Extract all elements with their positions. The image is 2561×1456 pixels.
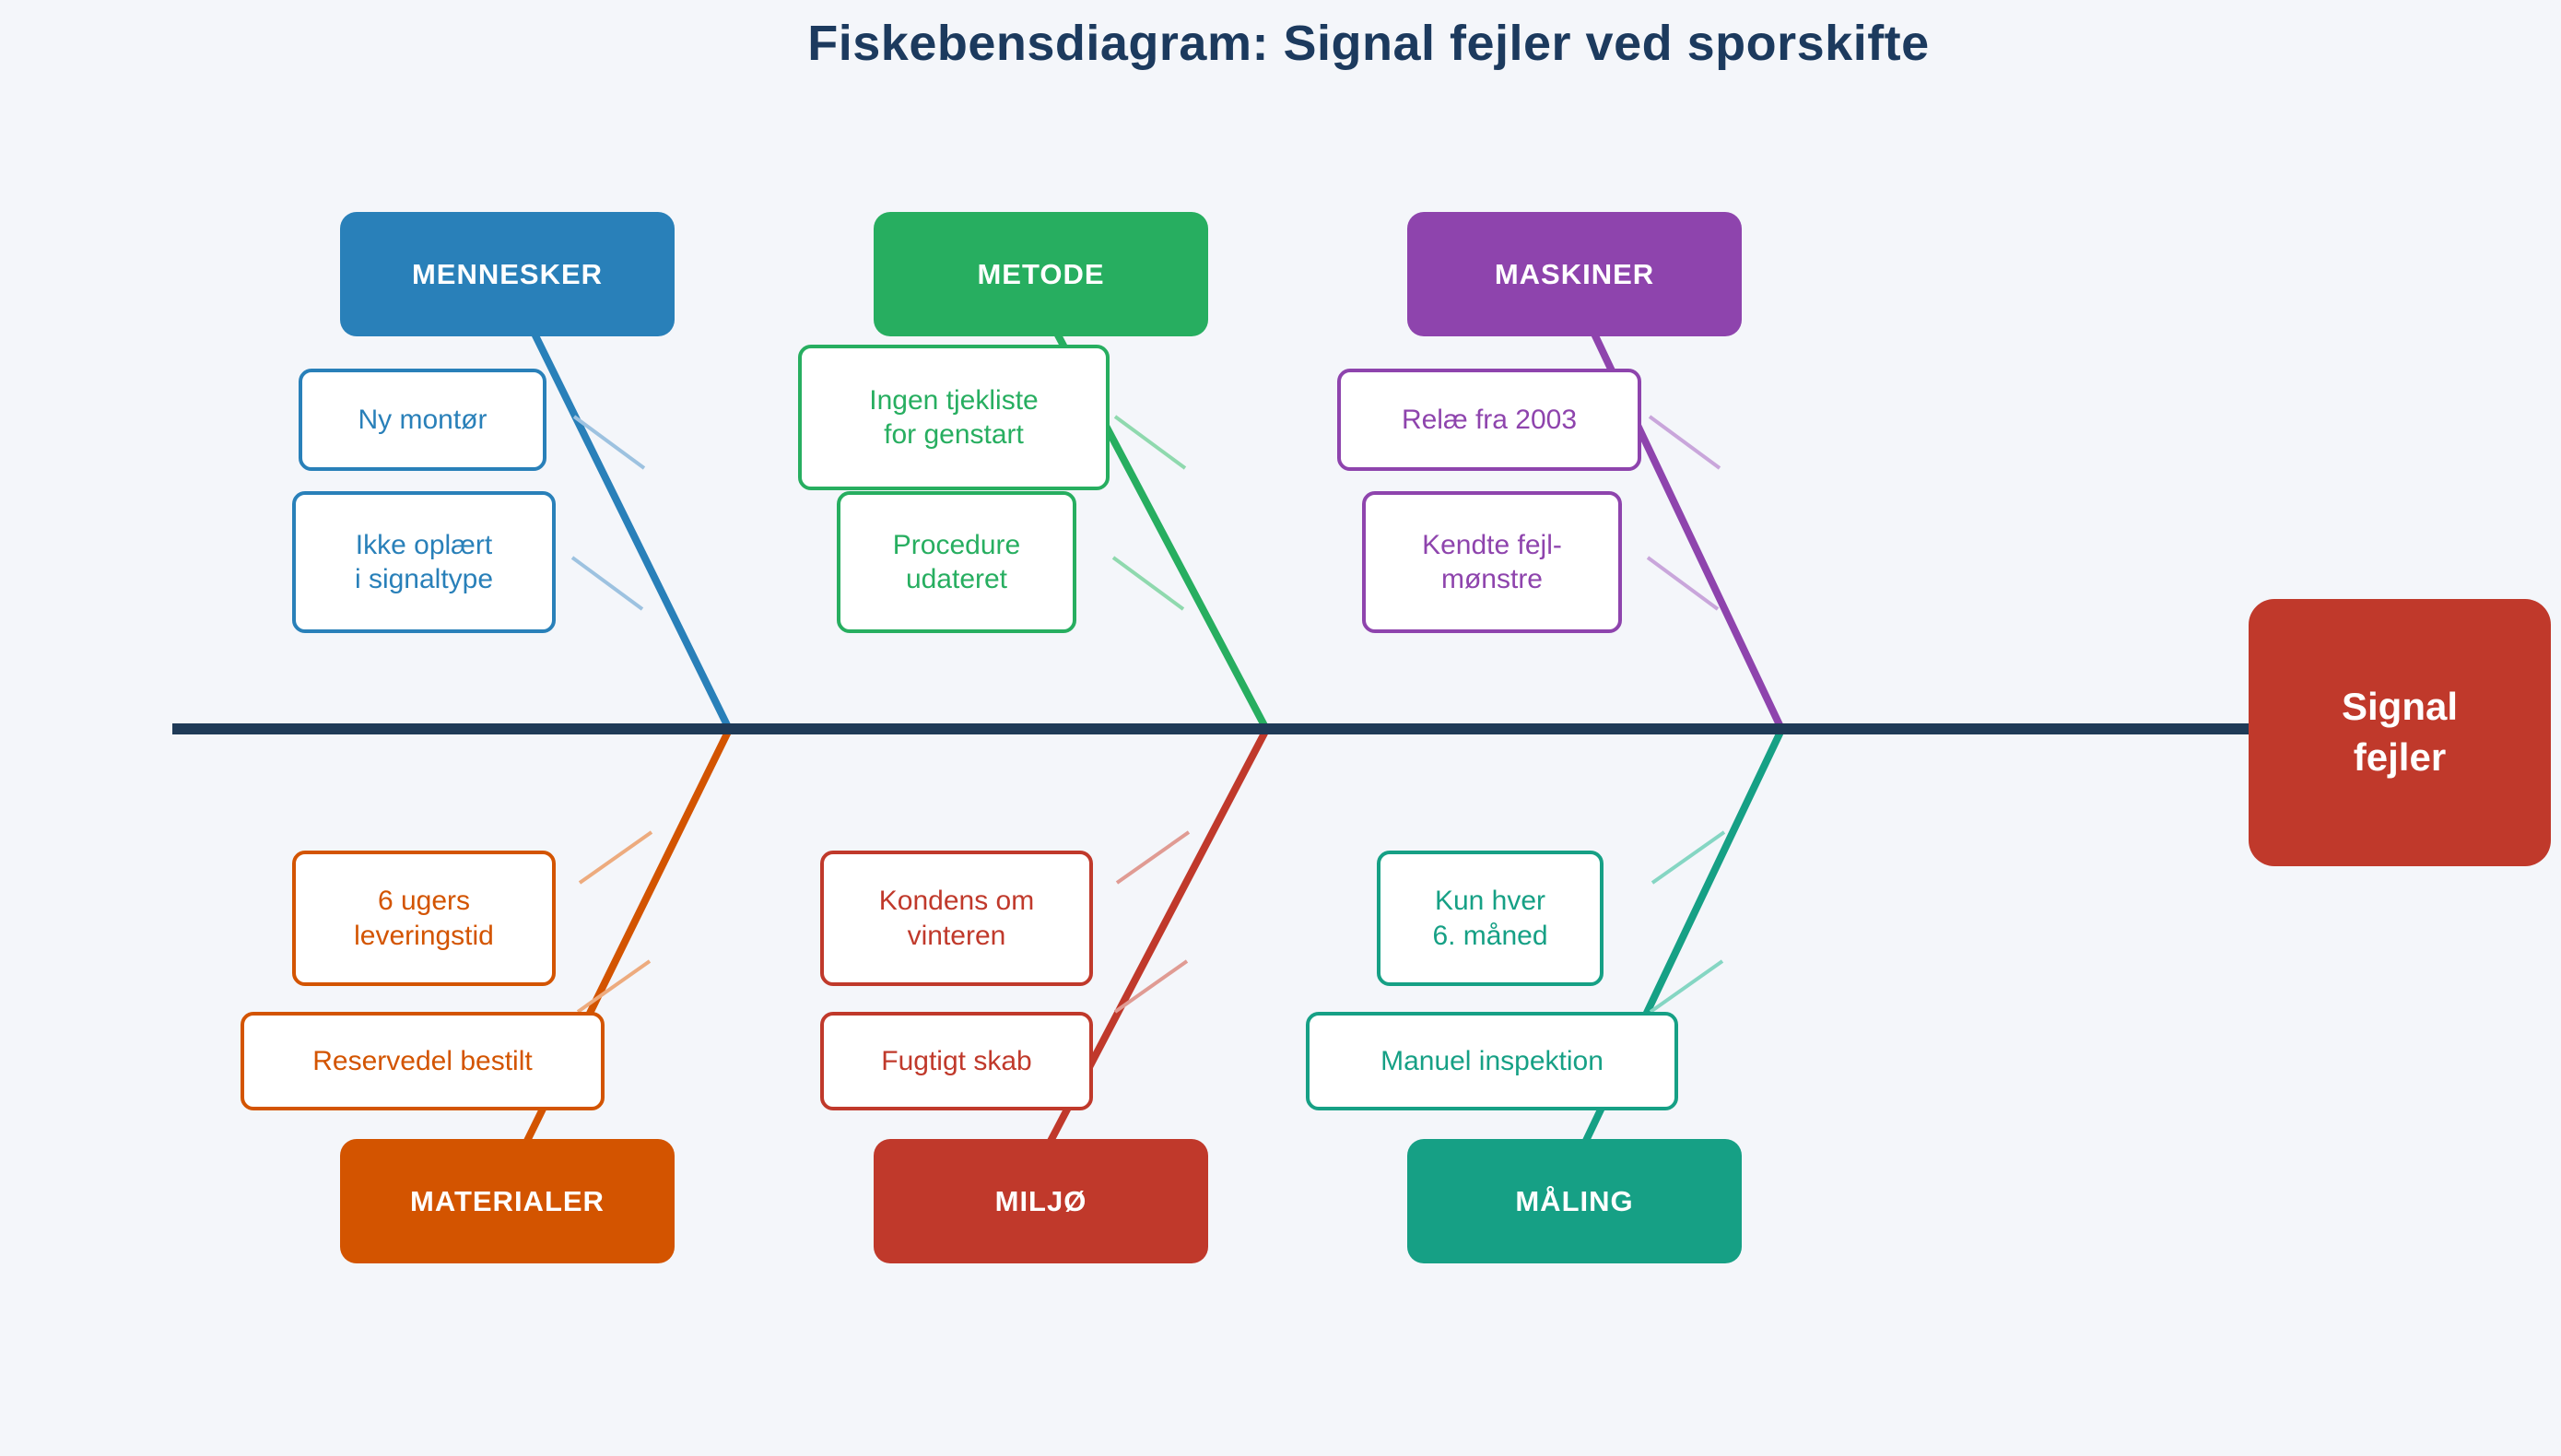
cause-box-miljoe-2: Fugtigt skab [820, 1012, 1093, 1110]
cause-label: Reservedel bestilt [312, 1045, 533, 1076]
cause-label: Kondens om vinteren [878, 886, 1035, 951]
category-label-miljoe: MILJØ [994, 1184, 1087, 1217]
category-label-materialer: MATERIALER [410, 1184, 605, 1217]
cause-label: Fugtigt skab [881, 1045, 1032, 1076]
cause-label: Ny montør [358, 404, 488, 435]
tick-mennesker-1 [572, 415, 646, 470]
tick-maskiner-2 [1646, 556, 1720, 611]
category-box-maskiner: MASKINER [1407, 212, 1742, 336]
tick-miljoe-2 [1113, 959, 1189, 1014]
category-box-miljoe: MILJØ [874, 1139, 1208, 1263]
cause-box-maskiner-1: Relæ fra 2003 [1337, 369, 1641, 471]
tick-maskiner-1 [1648, 415, 1721, 470]
tick-maaling-1 [1651, 830, 1726, 885]
cause-label: Relæ fra 2003 [1401, 404, 1578, 435]
cause-label: Ingen tjekliste for genstart [869, 384, 1039, 451]
tick-materialer-2 [576, 959, 652, 1014]
effect-label: Signal fejler [2341, 685, 2459, 779]
tick-metode-1 [1113, 415, 1187, 470]
category-label-mennesker: MENNESKER [411, 257, 604, 290]
tick-materialer-1 [578, 830, 653, 885]
cause-box-maaling-2: Manuel inspektion [1306, 1012, 1678, 1110]
cause-label: Manuel inspektion [1380, 1045, 1604, 1076]
category-label-metode: METODE [977, 257, 1105, 290]
cause-box-maskiner-2: Kendte fejl- mønstre [1362, 491, 1622, 633]
cause-label: Kendte fejl- mønstre [1422, 529, 1562, 595]
cause-box-maaling-1: Kun hver 6. måned [1377, 851, 1604, 986]
cause-label: 6 ugers leveringstid [354, 886, 494, 951]
cause-box-metode-2: Procedure udateret [837, 491, 1076, 633]
tick-metode-2 [1111, 556, 1185, 611]
effect-box: Signal fejler [2249, 599, 2551, 866]
tick-mennesker-2 [570, 556, 644, 611]
cause-label: Procedure udateret [892, 529, 1021, 595]
diagram-title: Fiskebensdiagram: Signal fejler ved spor… [807, 16, 1930, 71]
cause-box-materialer-2: Reservedel bestilt [241, 1012, 605, 1110]
category-label-maskiner: MASKINER [1494, 257, 1655, 290]
cause-box-miljoe-1: Kondens om vinteren [820, 851, 1093, 986]
tick-miljoe-1 [1115, 830, 1191, 885]
cause-label: Ikke oplært i signaltype [354, 529, 494, 595]
cause-label: Kun hver 6. måned [1432, 886, 1548, 951]
branch-mennesker [529, 328, 734, 733]
cause-box-materialer-1: 6 ugers leveringstid [292, 851, 556, 986]
category-label-maaling: MÅLING [1515, 1184, 1634, 1217]
category-box-maaling: MÅLING [1407, 1139, 1742, 1263]
cause-box-metode-1: Ingen tjekliste for genstart [798, 345, 1110, 490]
category-box-materialer: MATERIALER [340, 1139, 675, 1263]
cause-box-mennesker-2: Ikke oplært i signaltype [292, 491, 556, 633]
cause-box-mennesker-1: Ny montør [299, 369, 546, 471]
category-box-mennesker: MENNESKER [340, 212, 675, 336]
category-box-metode: METODE [874, 212, 1208, 336]
tick-maaling-2 [1649, 959, 1724, 1014]
